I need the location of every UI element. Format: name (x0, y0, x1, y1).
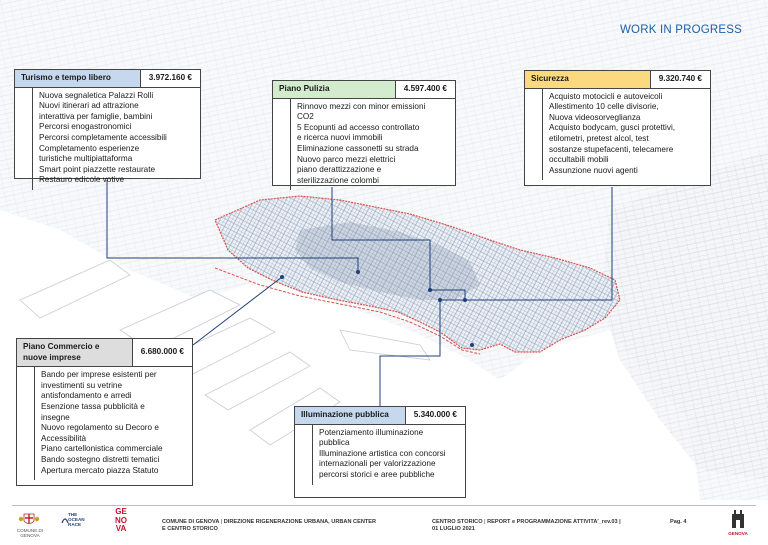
list-item: Nuovo regolamento su Decoro e Accessibil… (41, 423, 159, 443)
list-item: Apertura mercato piazza Statuto (41, 465, 159, 475)
list-item: Eliminazione cassonetti su strada (297, 143, 419, 153)
list-item: Acquisto bodycam, gusci protettivi, etil… (549, 123, 676, 165)
list-item: Completamento esperienze turistiche mult… (39, 143, 140, 164)
footer-report-title: REPORT e PROGRAMMAZIONE ATTIVITA'_rev.03… (487, 519, 621, 525)
logo-ocean-line: THE (68, 512, 78, 517)
budget-box-illuminazione: Illuminazione pubblica 5.340.000 € Poten… (294, 406, 466, 498)
logo-genova-line: VA (115, 524, 127, 533)
logo-ocean-line: RACE (68, 522, 82, 528)
box-amount: 3.972.160 € (139, 70, 200, 87)
connector-lines (106, 180, 613, 406)
box-title: Illuminazione pubblica (295, 407, 405, 424)
list-item: Bando sostegno distretti tematici (41, 454, 160, 464)
list-item: Restauro edicole votive (39, 175, 125, 185)
list-item: Percorsi enogastronomici (39, 122, 132, 132)
list-item: Potenziamento illuminazione pubblica (319, 427, 424, 448)
list-item: Percorsi completamente accessibili (39, 132, 167, 142)
list-item: Illuminazione artistica con concorsi int… (319, 448, 446, 479)
logo-right-text: GENOVA (728, 531, 748, 536)
box-amount: 5.340.000 € (404, 407, 465, 424)
historic-centre-area (214, 195, 621, 353)
logo-genova-line: GE (115, 507, 127, 516)
list-item: Piano cartellonistica commerciale (41, 444, 163, 454)
box-amount: 4.597.400 € (394, 81, 455, 98)
footer-divider (12, 505, 756, 506)
box-title: Piano Pulizia (273, 81, 395, 98)
page-title: WORK IN PROGRESS (620, 24, 743, 36)
east-hills (600, 150, 768, 480)
list-item: Allestimento 10 celle divisorie, (549, 102, 659, 112)
box-amount: 6.680.000 € (131, 339, 192, 367)
budget-box-sicurezza: Sicurezza 9.320.740 € Acquisto motocicli… (524, 70, 711, 186)
list-item: Smart point piazzette restaurate (39, 164, 156, 174)
ocean-race-logo-icon (61, 518, 69, 524)
logo-genova-text: GE NO VA (110, 507, 132, 534)
list-item: Bando per imprese esistenti per investim… (41, 370, 157, 401)
logo-ocean-race-text: THE OCEAN RACE (68, 512, 96, 528)
coat-of-arms-icon (18, 513, 40, 524)
footer-org: COMUNE DI GENOVA (162, 519, 220, 525)
list-item: 5 Ecopunti ad accesso controllato e rice… (297, 122, 420, 143)
list-item: piano derattizzazione e sterilizzazione … (297, 165, 382, 185)
box-amount: 9.320.740 € (649, 71, 710, 88)
list-item: Assunzione nuovi agenti (549, 165, 638, 175)
genova-castle-icon (732, 510, 744, 528)
footer-date: 01 LUGLIO 2021 (432, 526, 475, 532)
list-item: Rinnovo mezzi con minor emissioni CO2 (297, 101, 426, 122)
logo-genova-line: NO (115, 515, 127, 525)
list-item: Esenzione tassa pubblicità e insegne (41, 401, 145, 422)
logo-comune-text: COMUNE DI GENOVA (16, 528, 44, 539)
list-item: Nuovi itinerari ad attrazione interattiv… (39, 101, 153, 121)
footer-report: CENTRO STORICO | REPORT e PROGRAMMAZIONE… (432, 519, 621, 533)
list-item: Nuova videosorveglianza (549, 112, 641, 122)
box-items: Potenziamento illuminazione pubblica Ill… (313, 425, 452, 485)
footer-sep: | (220, 519, 223, 525)
coastline-road (214, 267, 481, 355)
footer-department: COMUNE DI GENOVA | DIREZIONE RIGENERAZIO… (162, 519, 376, 533)
budget-box-turismo: Turismo e tempo libero 3.972.160 € Nuova… (14, 69, 201, 190)
budget-box-pulizia: Piano Pulizia 4.597.400 € Rinnovo mezzi … (272, 80, 456, 191)
footer-dept2: E CENTRO STORICO (162, 526, 218, 532)
footer-area: CENTRO STORICO (432, 519, 483, 525)
footer-sep: | (484, 519, 486, 525)
list-item: Nuovo parco mezzi elettrici (297, 154, 396, 164)
logo-ocean-line: OCEAN (68, 517, 85, 523)
box-title: Sicurezza (525, 71, 650, 88)
footer-page-number: Pag. 4 (670, 519, 687, 525)
box-title: Piano Commercio e nuove imprese (17, 339, 132, 367)
box-items: Bando per imprese esistenti per investim… (35, 367, 169, 480)
connector-dots (280, 270, 474, 347)
list-item: Nuova segnaletica Palazzi Rolli (39, 90, 154, 100)
historic-core (295, 222, 480, 300)
box-title: Turismo e tempo libero (15, 70, 140, 87)
budget-box-commercio: Piano Commercio e nuove imprese 6.680.00… (16, 338, 193, 486)
footer-dept: DIREZIONE RIGENERAZIONE URBANA, URBAN CE… (223, 519, 377, 525)
list-item: Acquisto motocicli e autoveicoli (549, 91, 663, 101)
